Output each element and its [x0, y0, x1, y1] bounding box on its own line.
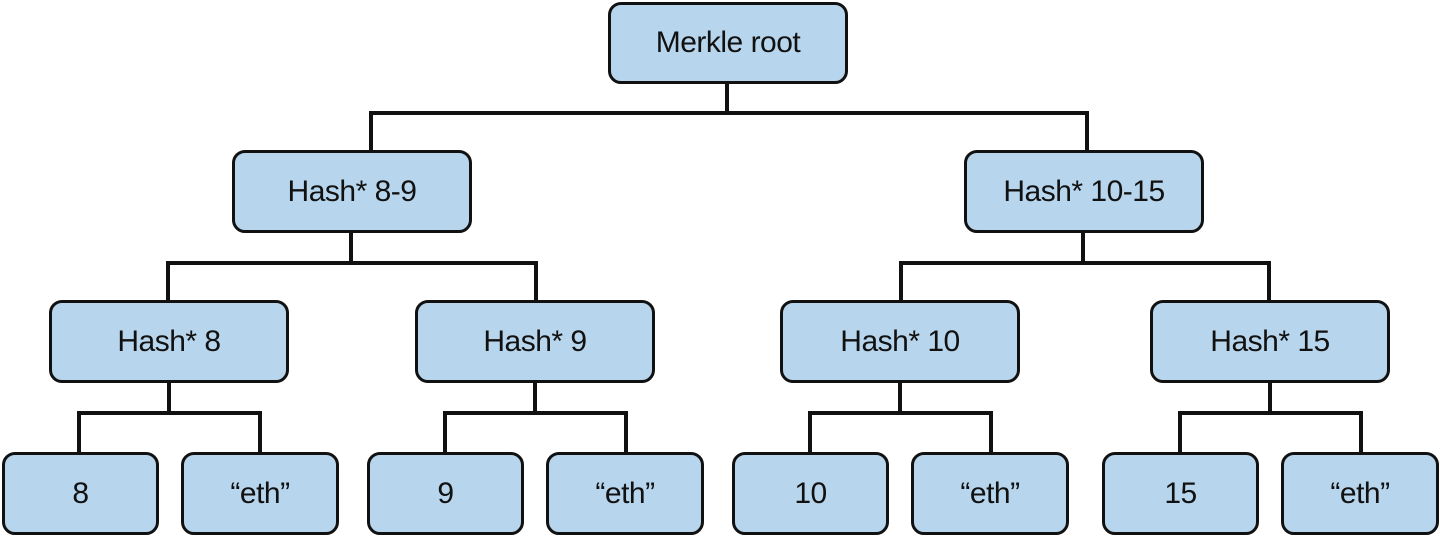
connector-8-stem: [167, 381, 171, 413]
leaf-eth-node: “eth”: [546, 452, 704, 535]
connector-root-left-drop: [369, 111, 373, 152]
connector-10-bar: [808, 411, 993, 415]
connector-15-right-drop: [1359, 411, 1363, 454]
connector-8-right-drop: [258, 411, 262, 454]
connector-15-bar: [1178, 411, 1363, 415]
hash-8-9-node: Hash* 8-9: [232, 150, 472, 233]
hash-8-node: Hash* 8: [49, 300, 289, 383]
connector-root-stem: [725, 82, 729, 113]
connector-9-bar: [443, 411, 628, 415]
connector-9-right-drop: [624, 411, 628, 454]
connector-root-right-drop: [1085, 111, 1089, 152]
leaf-9-node: 9: [367, 452, 524, 535]
connector-9-left-drop: [443, 411, 447, 454]
connector-10-left-drop: [808, 411, 812, 454]
leaf-15-node: 15: [1102, 452, 1259, 535]
connector-10-right-drop: [989, 411, 993, 454]
leaf-eth-node: “eth”: [1281, 452, 1439, 535]
connector-10-stem: [898, 381, 902, 413]
connector-8-9-stem: [349, 231, 353, 263]
connector-8-9-left-drop: [166, 261, 170, 302]
connector-8-9-bar: [166, 261, 538, 265]
connector-15-left-drop: [1178, 411, 1182, 454]
leaf-8-node: 8: [2, 452, 159, 535]
leaf-10-node: 10: [732, 452, 889, 535]
hash-10-15-node: Hash* 10-15: [964, 150, 1204, 233]
connector-10-15-right-drop: [1267, 261, 1271, 302]
hash-15-node: Hash* 15: [1150, 300, 1390, 383]
connector-8-9-right-drop: [534, 261, 538, 302]
connector-root-bar: [369, 111, 1089, 115]
merkle-root-node: Merkle root: [608, 2, 848, 84]
hash-10-node: Hash* 10: [780, 300, 1020, 383]
leaf-eth-node: “eth”: [181, 452, 339, 535]
connector-10-15-left-drop: [899, 261, 903, 302]
connector-10-15-bar: [899, 261, 1271, 265]
connector-10-15-stem: [1081, 231, 1085, 263]
hash-9-node: Hash* 9: [415, 300, 655, 383]
leaf-eth-node: “eth”: [911, 452, 1069, 535]
connector-8-bar: [77, 411, 262, 415]
connector-8-left-drop: [77, 411, 81, 454]
connector-15-stem: [1268, 381, 1272, 413]
connector-9-stem: [533, 381, 537, 413]
